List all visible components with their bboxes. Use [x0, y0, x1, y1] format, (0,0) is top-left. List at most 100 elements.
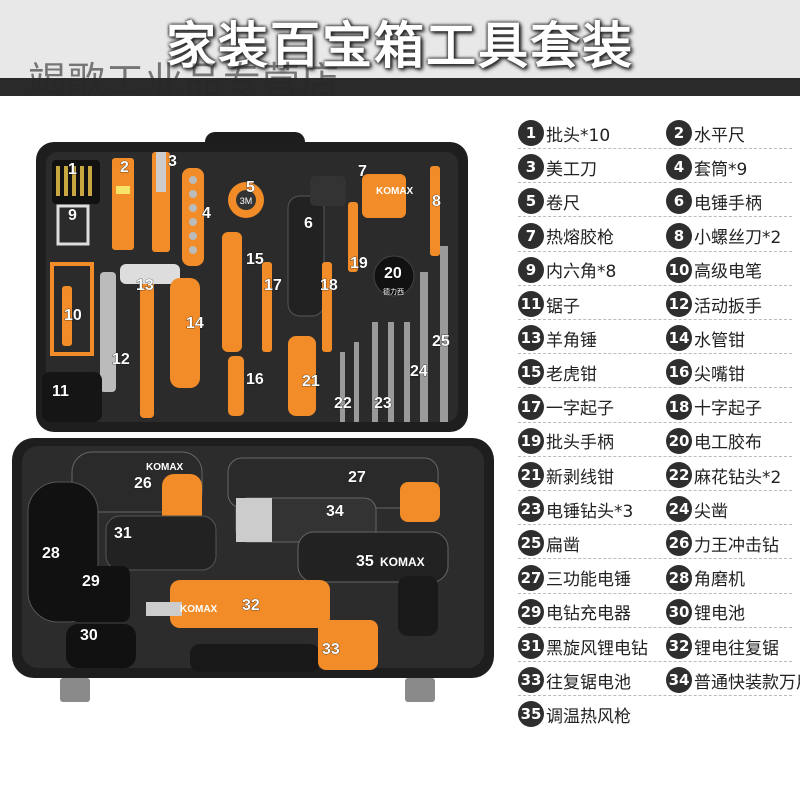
item-label: 套筒*9	[694, 159, 748, 180]
item-label: 水管钳	[694, 330, 745, 351]
item-label: 尖凿	[694, 501, 728, 522]
brand-label-heat-gun: KOMAX	[380, 555, 425, 569]
brand-label-glue-gun: KOMAX	[376, 186, 414, 197]
callout-30: 30	[80, 627, 98, 644]
item-number-badge: 32	[666, 633, 692, 659]
item-number-badge: 16	[666, 359, 692, 386]
callout-16: 16	[246, 371, 264, 388]
pipe-wrench	[170, 278, 200, 388]
row-separator	[518, 421, 792, 423]
callout-14: 14	[186, 315, 204, 332]
row-separator	[518, 319, 792, 320]
item-number-badge: 23	[518, 496, 544, 523]
reciprocating-saw	[170, 580, 330, 628]
callout-35: 35	[356, 553, 374, 570]
item-label: 普通快装款万用宝	[694, 672, 800, 693]
item-label: 电工胶布	[694, 433, 762, 454]
item-number-badge: 2	[666, 120, 692, 146]
item-label: 一字起子	[546, 399, 614, 420]
tool-case-illustration: 3M KOMAX KOMAX KOMAX KOMAX 德力西 1 2 3	[12, 132, 494, 702]
row-separator	[518, 455, 792, 457]
callout-23: 23	[374, 395, 392, 412]
row-separator	[518, 558, 792, 560]
item-label: 美工刀	[546, 159, 597, 180]
callout-25: 25	[432, 333, 450, 350]
item-label: 羊角锤	[546, 330, 597, 351]
item-number-badge: 29	[518, 598, 544, 625]
callout-3: 3	[168, 153, 177, 170]
item-number-badge: 19	[518, 427, 544, 454]
lithium-drill	[105, 515, 217, 571]
item-number-badge: 9	[518, 256, 544, 283]
item-label: 新剥线钳	[546, 467, 614, 488]
callout-10: 10	[64, 307, 82, 324]
flat-screwdriver	[262, 262, 272, 352]
row-separator	[518, 250, 792, 252]
item-number-badge: 33	[518, 667, 544, 694]
item-number-badge: 11	[518, 291, 544, 317]
item-number-badge: 18	[666, 393, 692, 420]
item-label: 三功能电锤	[546, 570, 631, 591]
callout-33: 33	[322, 641, 340, 658]
saw-battery	[318, 620, 378, 670]
callout-7: 7	[358, 163, 367, 180]
list-item: 34普通快装款万用宝	[666, 663, 800, 697]
item-number-badge: 22	[666, 462, 692, 488]
item-number-badge: 7	[518, 222, 544, 249]
item-label: 角磨机	[694, 570, 745, 591]
callout-15: 15	[246, 251, 264, 268]
lineman-pliers	[222, 232, 242, 352]
item-number-badge: 13	[518, 325, 544, 352]
item-label: 往复锯电池	[546, 672, 631, 693]
item-label: 老虎钳	[546, 364, 597, 385]
item-number-badge: 28	[666, 564, 692, 591]
item-label: 锯子	[546, 296, 580, 317]
drill-charger	[70, 566, 130, 622]
item-number-badge: 30	[666, 598, 692, 625]
item-label: 高级电笔	[694, 262, 762, 283]
row-separator	[518, 148, 792, 149]
callout-2: 2	[120, 159, 129, 176]
item-number-badge: 15	[518, 359, 544, 386]
item-label: 内六角*8	[546, 262, 617, 283]
item-label: 黑旋风锂电钻	[546, 638, 648, 659]
callout-11: 11	[52, 383, 69, 400]
row-separator	[518, 353, 792, 355]
adjustable-wrench	[100, 272, 116, 392]
latch-left	[60, 678, 90, 702]
item-label: 扁凿	[546, 535, 580, 556]
tape-brand-text: 德力西	[383, 287, 404, 296]
row-separator	[518, 387, 792, 389]
small-screwdrivers	[430, 166, 440, 256]
callout-6: 6	[304, 215, 313, 232]
item-label: 小螺丝刀*2	[694, 228, 782, 249]
tape-label: 3M	[240, 196, 253, 206]
page-title: 家装百宝箱工具套装	[166, 17, 634, 75]
latch-right	[405, 678, 435, 702]
item-number-badge: 6	[666, 188, 692, 215]
header-bar	[0, 78, 800, 96]
row-separator	[518, 216, 792, 218]
item-label: 热熔胶枪	[546, 228, 614, 249]
item-label: 十字起子	[694, 399, 762, 420]
glue-gun-body	[362, 174, 406, 218]
callout-26: 26	[134, 475, 152, 492]
brand-label-impact-drill: KOMAX	[146, 462, 184, 473]
saw-handle	[42, 372, 102, 422]
item-number-badge: 20	[666, 427, 692, 454]
heat-gun	[297, 531, 449, 583]
